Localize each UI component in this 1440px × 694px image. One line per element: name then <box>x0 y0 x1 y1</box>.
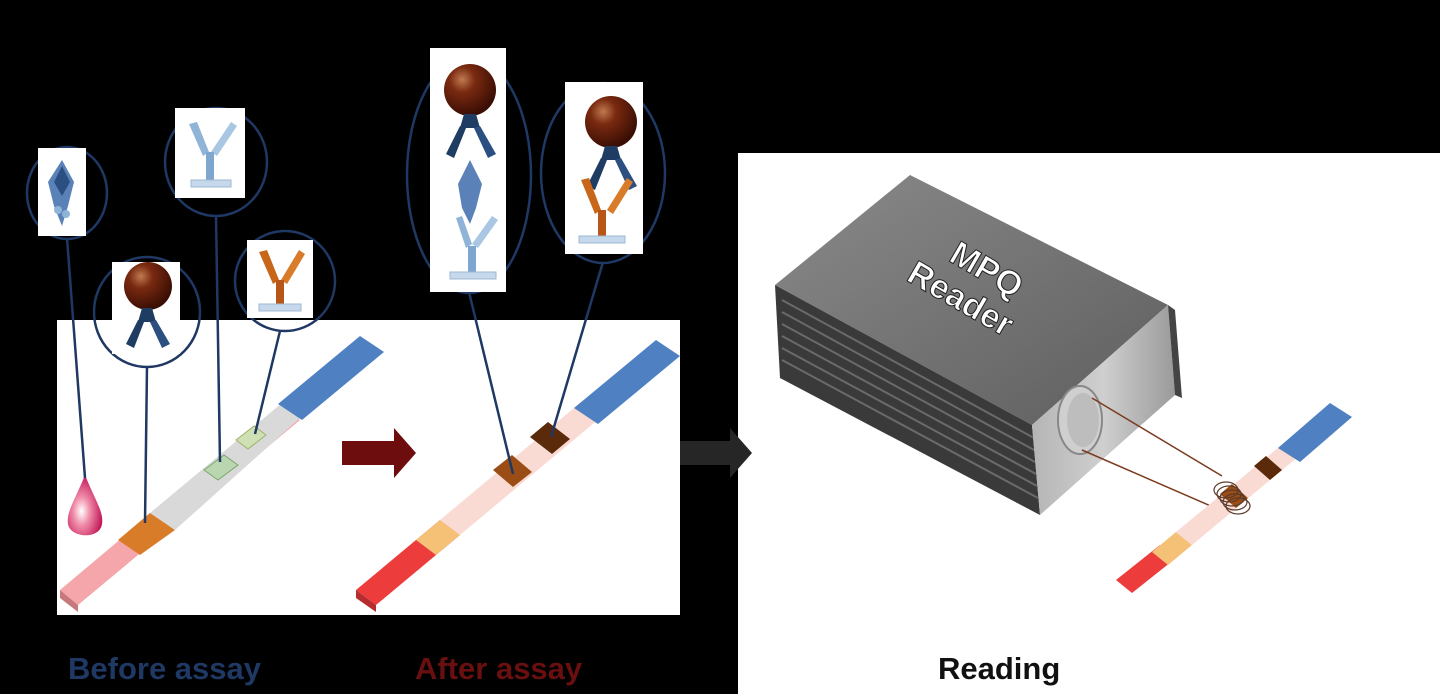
mpq-reader-device: MPQ Reader <box>775 175 1182 515</box>
antibody-icon <box>175 108 245 198</box>
magnetic-bead-icon <box>565 82 643 254</box>
before-callouts <box>25 106 337 524</box>
arrow-after-reading <box>680 428 752 478</box>
after-assay-caption: After assay <box>415 651 583 686</box>
magnetic-bead-icon <box>430 48 506 292</box>
coil-wires <box>1081 397 1223 511</box>
arrow-before-after <box>342 428 416 478</box>
magnetic-bead-icon <box>112 262 180 354</box>
after-strip <box>356 340 680 612</box>
before-strip <box>60 336 384 612</box>
before-assay-caption: Before assay <box>68 651 262 686</box>
coil-icon <box>1213 481 1251 515</box>
blood-drop-icon <box>67 475 103 536</box>
reading-caption: Reading <box>938 651 1061 686</box>
antigen-icon <box>38 148 86 236</box>
antibody-icon <box>247 240 313 318</box>
